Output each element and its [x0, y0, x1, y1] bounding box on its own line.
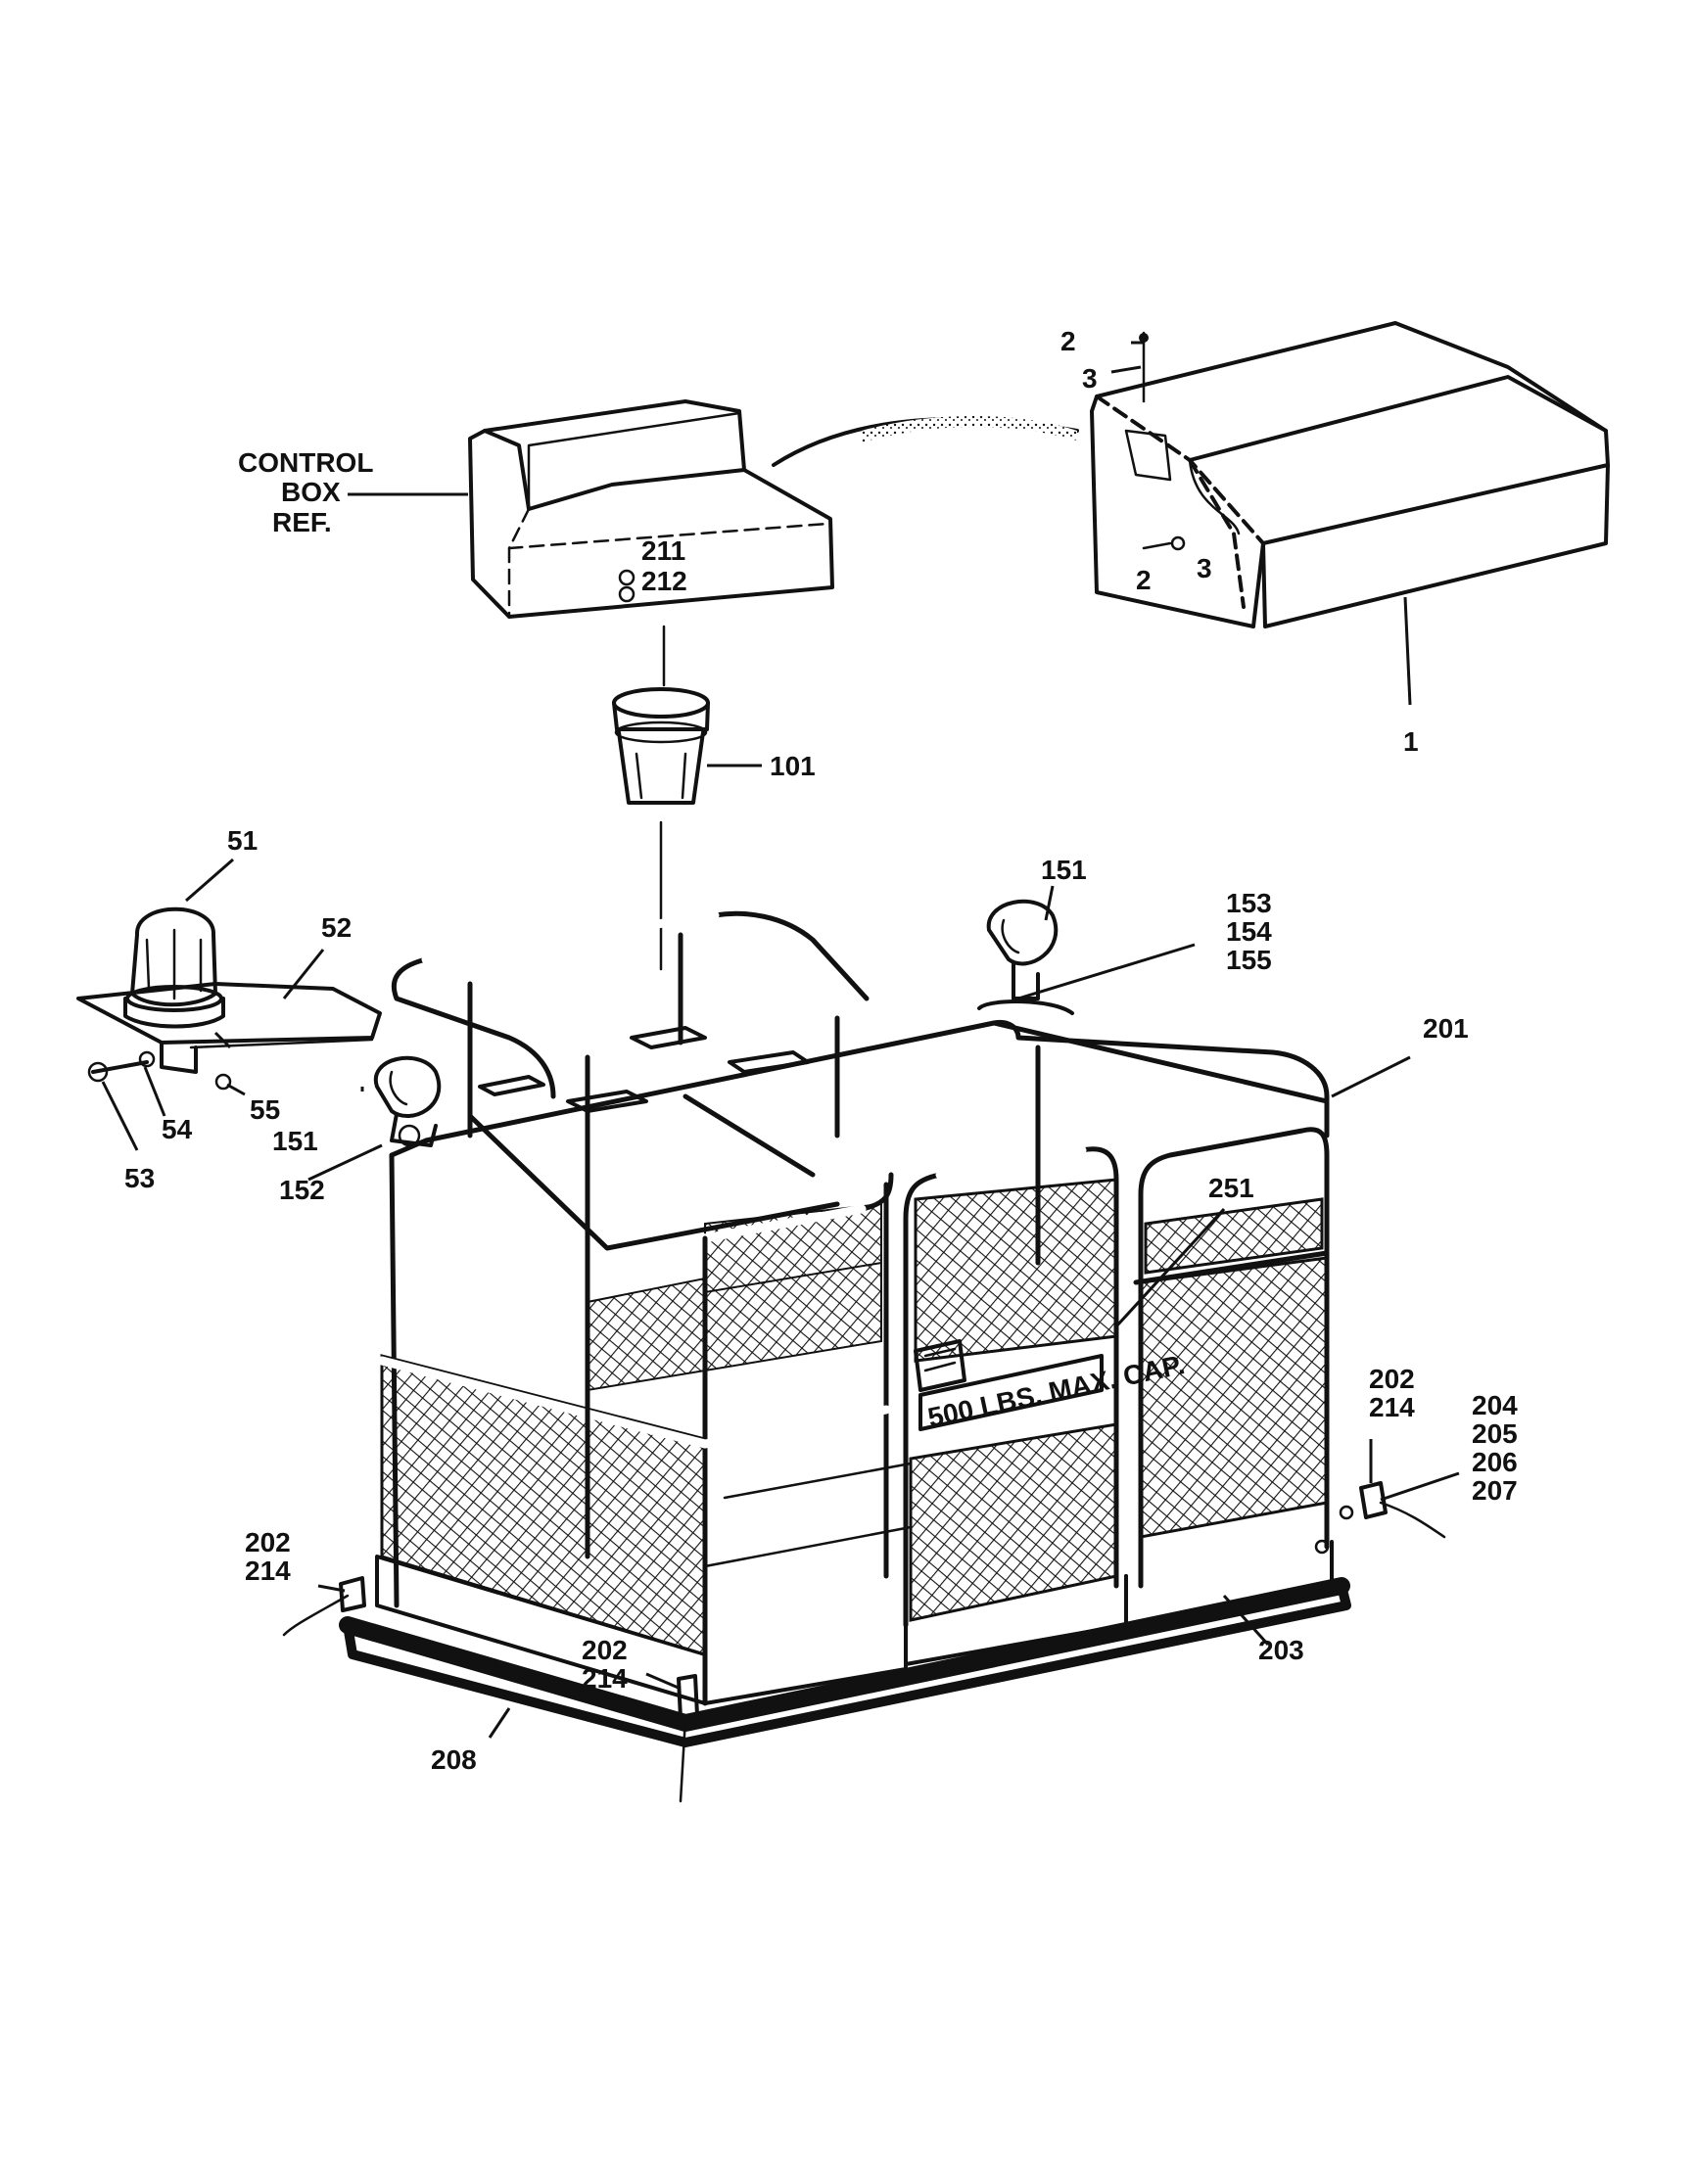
- callout-214-left: 214: [245, 1556, 291, 1586]
- callout-212: 212: [641, 566, 687, 596]
- beacon-light-assembly: [76, 858, 382, 1151]
- callout-214-right: 214: [1369, 1392, 1415, 1422]
- callout-211: 211: [641, 535, 685, 566]
- callout-202-left: 202: [245, 1527, 291, 1557]
- callout-151-front: 151: [272, 1126, 318, 1156]
- callout-3-top: 3: [1082, 363, 1098, 394]
- callout-203: 203: [1258, 1635, 1304, 1665]
- callout-201: 201: [1423, 1013, 1469, 1044]
- callout-204: 204: [1472, 1390, 1518, 1420]
- callout-2-side: 2: [1136, 565, 1152, 595]
- platform-basket: 500 LBS. MAX. CAP.: [282, 899, 1446, 1803]
- callout-202-front: 202: [582, 1635, 628, 1665]
- callout-2-top: 2: [1060, 326, 1076, 356]
- callout-153: 153: [1226, 888, 1272, 918]
- control-box-label-2: BOX: [281, 477, 341, 507]
- control-box-label-1: CONTROL: [238, 447, 373, 478]
- callout-151-rear: 151: [1041, 855, 1087, 885]
- control-box-mount-cup: [612, 625, 762, 971]
- callout-52: 52: [321, 912, 352, 943]
- callout-55: 55: [250, 1094, 280, 1125]
- callout-214-front: 214: [582, 1663, 628, 1694]
- callout-51: 51: [227, 825, 258, 856]
- callout-202-right: 202: [1369, 1364, 1415, 1394]
- callout-53: 53: [124, 1163, 155, 1193]
- work-light-front: [373, 1055, 442, 1147]
- callout-207: 207: [1472, 1475, 1518, 1506]
- callout-54: 54: [162, 1114, 193, 1144]
- callout-155: 155: [1226, 945, 1272, 975]
- callout-205: 205: [1472, 1418, 1518, 1449]
- work-light-rear: [977, 899, 1074, 1015]
- control-box: [348, 399, 834, 619]
- control-box-label-3: REF.: [272, 507, 332, 537]
- callout-208: 208: [431, 1744, 477, 1775]
- callout-1: 1: [1403, 726, 1419, 757]
- callout-152: 152: [279, 1175, 325, 1205]
- callout-251: 251: [1208, 1173, 1254, 1203]
- callout-101: 101: [770, 751, 816, 781]
- control-box-cover: [1090, 321, 1610, 706]
- callout-154: 154: [1226, 916, 1272, 947]
- callout-3-side: 3: [1197, 553, 1212, 583]
- callout-206: 206: [1472, 1447, 1518, 1477]
